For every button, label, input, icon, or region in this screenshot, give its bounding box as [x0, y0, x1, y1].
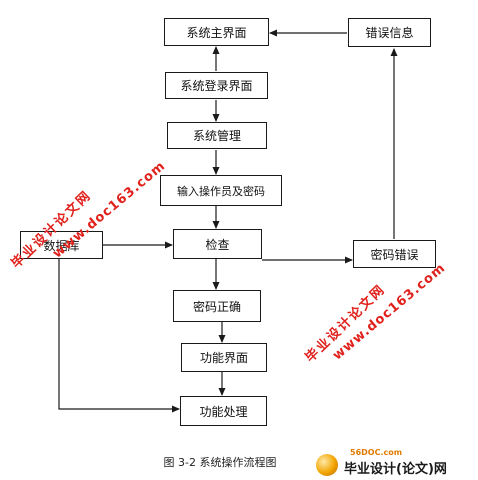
node-login-ui: 系统登录界面: [165, 72, 268, 99]
node-database: 数据库: [20, 231, 103, 259]
node-check: 检查: [173, 229, 262, 259]
node-main-ui: 系统主界面: [164, 18, 269, 46]
node-function-process: 功能处理: [180, 396, 267, 426]
logo-text: 毕业设计(论文)网: [344, 462, 447, 477]
logo-ball-icon: [316, 454, 338, 476]
logo-subtext: 56DOC.com: [350, 448, 403, 457]
node-password-ok: 密码正确: [173, 290, 261, 322]
node-input-operator: 输入操作员及密码: [160, 175, 282, 206]
site-logo: 56DOC.com 毕业设计(论文)网: [314, 448, 474, 478]
node-system-manage: 系统管理: [167, 122, 267, 149]
node-password-error: 密码错误: [353, 240, 436, 268]
node-error-info: 错误信息: [348, 18, 431, 47]
figure-caption: 图 3-2 系统操作流程图: [163, 456, 277, 469]
arrow-db-to-proc: [58, 259, 180, 413]
node-function-ui: 功能界面: [181, 343, 267, 372]
